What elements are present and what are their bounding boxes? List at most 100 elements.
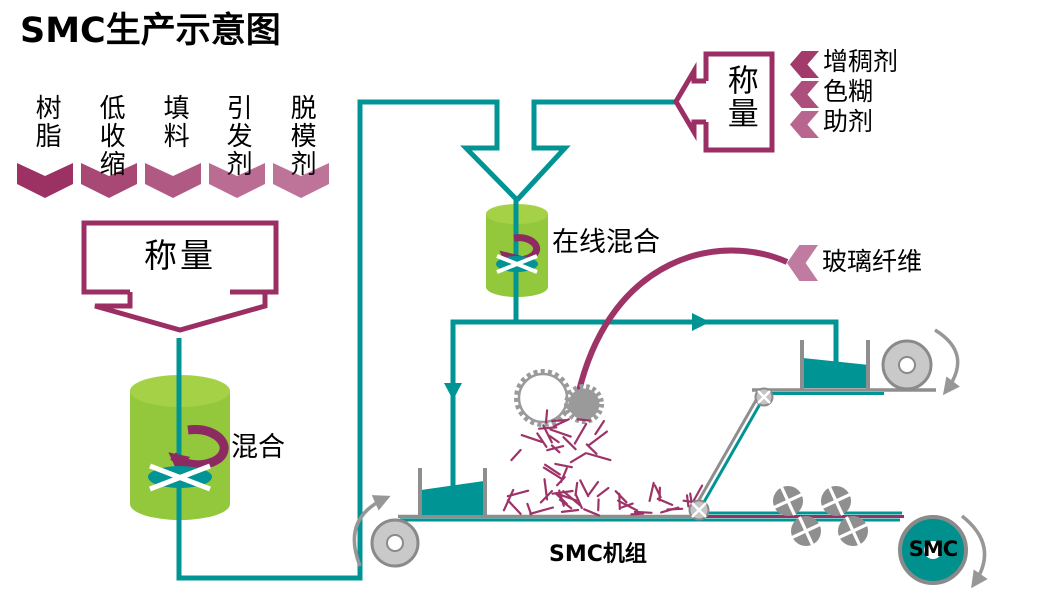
gear-icon (517, 372, 569, 424)
gear-icon (568, 388, 600, 420)
fiber-strand (551, 419, 569, 422)
additive-label-auxiliary: 助剂 (823, 107, 874, 136)
upper-paste-trough (800, 340, 870, 389)
chevron-left-icon (790, 111, 819, 138)
fiber-strand (569, 452, 587, 464)
chopper-gears (514, 369, 604, 427)
fiber-strand (548, 434, 560, 444)
fiber-strand (551, 489, 574, 495)
ingredient-label-mold-release: 脱模剂 (286, 94, 317, 178)
incline-film (698, 396, 766, 510)
fiber-strand (579, 479, 590, 498)
rotation-arrow-icon (352, 495, 391, 567)
fiber-strand (543, 478, 549, 501)
flow-arrow-right-icon (692, 313, 710, 331)
glass-fiber-feed-curve (576, 247, 789, 392)
trough-posts (418, 468, 487, 516)
roll-core (386, 534, 404, 552)
fiber-strand (583, 508, 601, 517)
fiber-strand (543, 463, 561, 476)
right-weighing-station (673, 51, 775, 153)
lower-paste-trough (418, 468, 487, 516)
fiber-strand (536, 432, 548, 448)
fiber-strand (576, 418, 591, 422)
distribution-pipe (450, 319, 839, 490)
fiber-strand (588, 430, 609, 446)
chevron-down-icon (81, 163, 137, 198)
fiber-strand (502, 488, 515, 512)
incline-belt (693, 394, 761, 508)
fiber-strand (660, 506, 680, 514)
roll-core (898, 356, 916, 374)
compaction-roller-icon (838, 516, 868, 546)
glass-fiber-label: 玻璃纤维 (822, 247, 923, 276)
smc-roll-label: SMC (908, 537, 958, 561)
additive-label-color-paste: 色糊 (823, 77, 874, 106)
chevron-down-icon (17, 163, 73, 198)
hollow-arrow-left (673, 61, 710, 142)
fiber-strand (560, 508, 580, 513)
guide-rollers (688, 387, 774, 521)
fiber-strand (529, 506, 555, 515)
hollow-arrow-down (94, 289, 268, 333)
additive-label-thickener: 增稠剂 (823, 47, 899, 76)
fiber-strand (546, 445, 565, 452)
fiber-strand (586, 452, 612, 462)
compaction-roller-icon (791, 516, 821, 546)
compaction-roller-icon (821, 486, 851, 516)
left-weighing-station (81, 220, 279, 333)
rotation-arrow-icon (960, 514, 988, 589)
fiber-strand (594, 420, 606, 436)
impeller-blades-icon (149, 463, 211, 492)
fiber-strand (630, 512, 645, 516)
smc-take-up-roll (898, 515, 968, 585)
fiber-strand (692, 484, 704, 502)
fiber-strand (542, 466, 564, 480)
bottom-film-unwind-roll (370, 518, 420, 568)
ingredient-label-resin: 树脂 (31, 94, 62, 150)
fiber-strand (558, 489, 565, 507)
ingredient-chevrons (17, 163, 329, 198)
additive-chevrons (790, 51, 819, 138)
weighing-box (81, 220, 279, 295)
chevron-down-icon (209, 163, 265, 198)
fiber-strand (506, 499, 522, 516)
online-mixer-label: 在线混合 (552, 227, 660, 258)
rotation-arrow-icon (168, 425, 229, 473)
ingredient-label-initiator: 引发剂 (222, 94, 253, 178)
fiber-strand (585, 443, 598, 455)
rotation-arrow-icon (934, 328, 960, 396)
ingredient-label-filler: 填料 (159, 94, 190, 150)
fiber-strand (616, 499, 639, 512)
fiber-strand (614, 490, 628, 504)
fiber-strand (554, 462, 574, 469)
fiber-strand (520, 434, 544, 443)
chopped-fibers (502, 409, 704, 517)
fiber-strand (648, 481, 655, 502)
trough-posts (800, 340, 870, 389)
guide-roller-cross (691, 502, 707, 518)
top-film-unwind-roll (881, 339, 933, 391)
compaction-roller-icon (773, 486, 803, 516)
fiber-strand (510, 448, 522, 462)
chevron-left-icon (790, 51, 819, 78)
ingredient-label-low-shrink: 低收缩 (95, 94, 126, 178)
roll-core (924, 541, 942, 559)
batch-mixer-label: 混合 (231, 432, 285, 463)
additive-pipe (515, 99, 678, 202)
gear-teeth (564, 384, 604, 424)
paste-pool (421, 481, 484, 515)
fiber-strand (562, 490, 581, 507)
batch-mixer-agitator (148, 425, 229, 492)
flow-arrow-down-icon (444, 383, 462, 400)
fiber-strand (537, 426, 558, 430)
page-title: SMC生产示意图 (20, 11, 281, 51)
fiber-strand (544, 409, 549, 424)
chevron-left-icon (790, 81, 819, 108)
chevron-down-icon (145, 163, 201, 198)
left-weighing-label: 称量 (144, 236, 216, 275)
impeller-blades-icon (496, 254, 538, 274)
fiber-strand (574, 492, 583, 510)
weighing-box (703, 51, 775, 153)
